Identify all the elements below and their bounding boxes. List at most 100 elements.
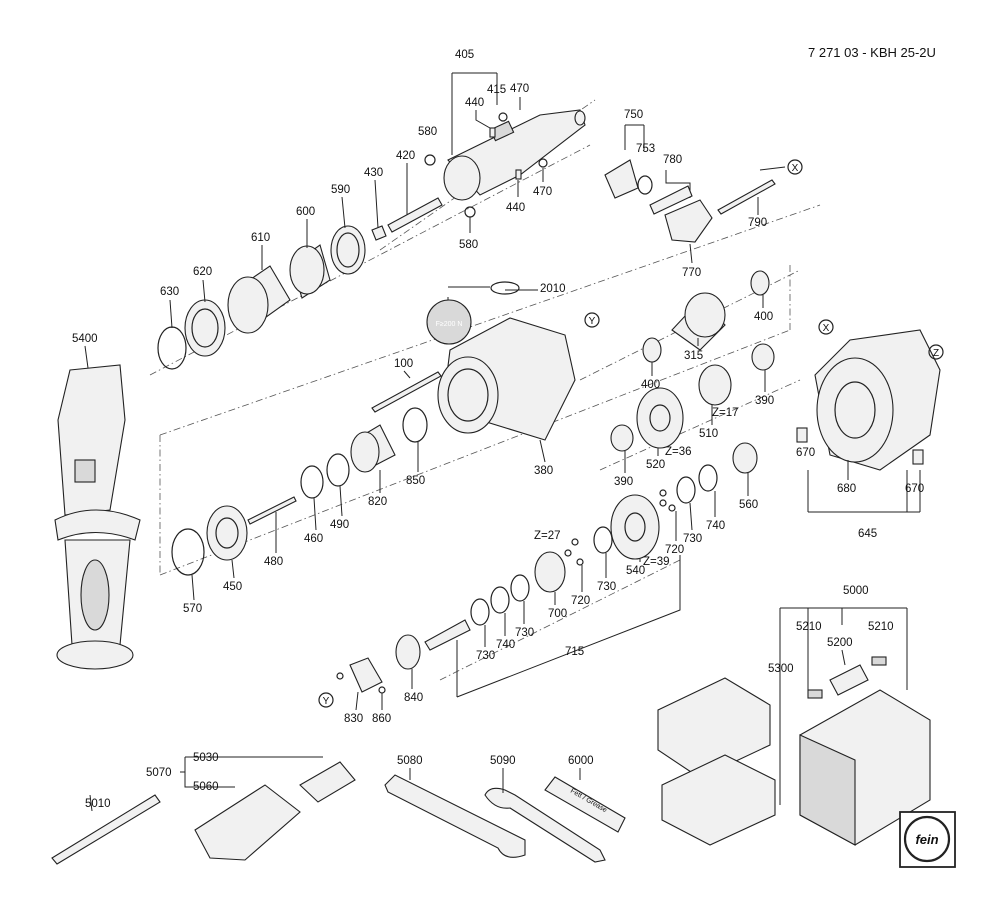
svg-text:X: X bbox=[792, 163, 799, 174]
part-label: 2010 bbox=[540, 283, 566, 295]
gear-520 bbox=[636, 387, 684, 449]
model-title: 7 271 03 - KBH 25-2U bbox=[808, 45, 936, 60]
part-label: 5030 bbox=[193, 752, 219, 764]
part-label: 470 bbox=[533, 186, 552, 198]
gear-housing-380 bbox=[437, 317, 576, 441]
disc-430 bbox=[371, 225, 387, 241]
part-label: 600 bbox=[296, 206, 315, 218]
svg-text:F≥200 N: F≥200 N bbox=[436, 321, 463, 328]
ref-mark-y bbox=[318, 692, 334, 708]
part-label: 5080 bbox=[397, 755, 423, 767]
part-label: 390 bbox=[755, 395, 774, 407]
bearing-390 bbox=[751, 343, 775, 371]
part-label: 730 bbox=[515, 627, 534, 639]
bearing-560 bbox=[732, 442, 758, 474]
spindle-405 bbox=[443, 109, 586, 201]
ring-740 bbox=[490, 586, 510, 614]
tooth-count: Z=39 bbox=[643, 556, 670, 568]
bracket-lines bbox=[180, 72, 921, 805]
part-label: 5400 bbox=[72, 333, 98, 345]
part-label: 680 bbox=[837, 483, 856, 495]
part-label: 400 bbox=[641, 379, 660, 391]
circlip-570 bbox=[171, 528, 205, 576]
tooth-count: Z=17 bbox=[712, 407, 739, 419]
part-label: 510 bbox=[699, 428, 718, 440]
part-label: 470 bbox=[510, 83, 529, 95]
motor-housing-680 bbox=[814, 329, 941, 471]
armature-315 bbox=[671, 292, 726, 351]
part-label: 750 bbox=[624, 109, 643, 121]
bearing-400 bbox=[750, 270, 770, 296]
drill-chuck-5060 bbox=[194, 761, 356, 861]
part-label: 670 bbox=[905, 483, 924, 495]
ring-460 bbox=[300, 465, 324, 499]
wrench-5090 bbox=[484, 787, 606, 863]
pinion-510 bbox=[698, 364, 732, 406]
part-label: 390 bbox=[614, 476, 633, 488]
gear-700 bbox=[534, 551, 566, 593]
ring-740 bbox=[698, 464, 718, 492]
gear-540 bbox=[610, 494, 660, 560]
case-bottom-5300 bbox=[657, 677, 776, 846]
switch-770 bbox=[664, 199, 713, 243]
ref-mark-y bbox=[584, 312, 600, 328]
grease-tube-6000 bbox=[544, 776, 626, 833]
part-labels: 405 415 470 440 580 420 430 470 440 580 … bbox=[72, 49, 924, 810]
tooth-count: Z=27 bbox=[534, 530, 561, 542]
load-badge bbox=[426, 299, 472, 345]
part-label: 5000 bbox=[843, 585, 869, 597]
pin-670 bbox=[796, 427, 808, 443]
latch-5210 bbox=[871, 656, 887, 666]
ball-860 bbox=[336, 672, 344, 680]
part-label: 560 bbox=[739, 499, 758, 511]
wrench-5080 bbox=[384, 774, 526, 858]
spring-420 bbox=[387, 197, 443, 233]
ref-mark-x bbox=[787, 159, 803, 175]
part-label: 520 bbox=[646, 459, 665, 471]
part-label: 740 bbox=[706, 520, 725, 532]
part-label: 790 bbox=[748, 217, 767, 229]
svg-text:Y: Y bbox=[589, 316, 596, 327]
ref-mark-z bbox=[928, 344, 944, 360]
part-label: 415 bbox=[487, 84, 506, 96]
part-label: 5060 bbox=[193, 781, 219, 793]
part-label: 5300 bbox=[768, 663, 794, 675]
sleeve-840 bbox=[395, 634, 421, 670]
part-label: 540 bbox=[626, 565, 645, 577]
bearing-plate-750 bbox=[604, 159, 639, 199]
ring-730 bbox=[593, 526, 613, 554]
cap-830 bbox=[349, 657, 383, 693]
pin-670 bbox=[912, 449, 924, 465]
o-ring-2010 bbox=[490, 281, 520, 295]
tooth-count: Z=36 bbox=[665, 446, 692, 458]
part-label: 440 bbox=[465, 97, 484, 109]
adapter-5010 bbox=[51, 794, 161, 865]
part-label: 430 bbox=[364, 167, 383, 179]
ball-580 bbox=[424, 154, 436, 166]
part-label: 450 bbox=[223, 581, 242, 593]
part-label: 730 bbox=[597, 581, 616, 593]
part-label: 770 bbox=[682, 267, 701, 279]
part-label: 5010 bbox=[85, 798, 111, 810]
circlip-630 bbox=[157, 326, 187, 370]
part-label: 5210 bbox=[796, 621, 822, 633]
ball-720 bbox=[571, 538, 579, 546]
part-label: 730 bbox=[683, 533, 702, 545]
ball-470 bbox=[498, 112, 508, 122]
part-label: 720 bbox=[665, 544, 684, 556]
part-label: 480 bbox=[264, 556, 283, 568]
part-label: 440 bbox=[506, 202, 525, 214]
plate-780 bbox=[649, 185, 693, 215]
part-label: 420 bbox=[396, 150, 415, 162]
ring-730 bbox=[676, 476, 696, 504]
part-label: 730 bbox=[476, 650, 495, 662]
ball-720 bbox=[659, 489, 667, 497]
part-label: 405 bbox=[455, 49, 474, 61]
part-label: 630 bbox=[160, 286, 179, 298]
fein-logo: fein bbox=[899, 811, 956, 868]
pin-440 bbox=[515, 169, 522, 180]
part-label: 820 bbox=[368, 496, 387, 508]
part-label: 850 bbox=[406, 475, 425, 487]
ring-730 bbox=[510, 574, 530, 602]
svg-text:Z: Z bbox=[933, 348, 939, 359]
